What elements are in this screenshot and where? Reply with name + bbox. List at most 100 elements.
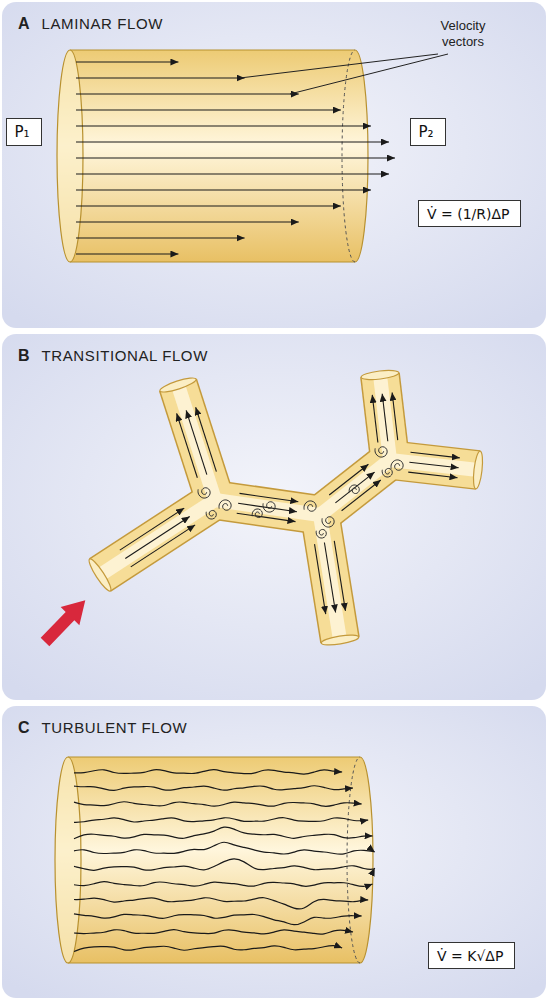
tube-highlight xyxy=(100,500,215,575)
flow-arrow xyxy=(237,513,296,521)
flow-arrow xyxy=(342,480,381,511)
illustration-part xyxy=(120,393,460,615)
flow-arrow xyxy=(324,543,335,613)
eddy-swirl xyxy=(252,509,262,518)
velocity-vector xyxy=(76,77,245,78)
velocity-vector xyxy=(76,205,341,206)
illustration-part xyxy=(100,375,478,640)
leader-line xyxy=(290,54,448,94)
illustration-part xyxy=(74,770,375,952)
tube-cylinder xyxy=(57,50,368,262)
flow-panel: V̇ = K√ΔP C TURBULENT FLOW xyxy=(2,706,546,998)
flow-arrow xyxy=(382,394,388,442)
equation-text: V̇ = K√ΔP xyxy=(437,948,503,965)
illustration-part xyxy=(100,375,478,640)
tube-opening xyxy=(361,369,400,381)
panel-ground xyxy=(2,334,546,700)
illustration-part xyxy=(240,54,448,94)
velocity-vector xyxy=(76,125,371,126)
equation-box: V̇ = K√ΔP xyxy=(428,942,515,969)
panel-letter: C xyxy=(18,719,30,736)
tube-fill xyxy=(390,460,478,470)
velocity-vector xyxy=(76,237,245,238)
velocity-vector xyxy=(76,93,299,94)
eddy-swirl xyxy=(316,529,326,538)
tube-end xyxy=(360,757,373,963)
tube-opening xyxy=(159,375,198,394)
tube-body xyxy=(55,757,373,963)
tube-outline xyxy=(320,460,390,515)
leader-line xyxy=(240,54,438,78)
turbulent-streamline xyxy=(74,914,362,925)
tube-outline xyxy=(100,500,215,575)
eddy-swirl xyxy=(382,468,392,477)
panel-heading: BTRANSITIONAL FLOW xyxy=(18,347,208,365)
pressure-label: P₂ xyxy=(419,123,434,141)
eddy-swirl xyxy=(375,447,387,457)
tube-opening xyxy=(321,633,360,647)
flow-arrow xyxy=(372,395,378,443)
tube-cylinder xyxy=(55,757,373,963)
tube-opening xyxy=(55,757,81,963)
tube-outline xyxy=(390,460,478,470)
turbulent-streamline xyxy=(74,898,368,909)
turbulent-streamline xyxy=(74,930,353,934)
velocity-vector xyxy=(76,61,178,62)
panel-ground xyxy=(2,2,546,328)
velocity-vector xyxy=(76,157,395,158)
flow-arrow xyxy=(120,508,184,550)
illustration-part xyxy=(198,447,403,538)
flow-panel: BTRANSITIONAL FLOW xyxy=(2,334,546,700)
flow-arrow xyxy=(196,407,217,471)
tube-end-hidden xyxy=(342,50,355,262)
flow-arrow xyxy=(392,393,398,441)
eddy-swirl xyxy=(198,488,210,498)
panel-heading: A LAMINAR FLOW xyxy=(18,15,163,33)
flow-arrow xyxy=(410,452,459,458)
tube-opening xyxy=(472,451,484,490)
eddy-swirl xyxy=(322,517,334,527)
panel-heading: C TURBULENT FLOW xyxy=(18,719,187,737)
tube-opening xyxy=(86,557,113,593)
callout-label: Velocity vectors xyxy=(418,18,508,50)
equation-text: V̇ = (1/R)ΔP xyxy=(427,206,510,223)
flow-arrow xyxy=(329,464,368,495)
equation-box: V̇ = (1/R)ΔP xyxy=(418,200,521,227)
flow-arrow xyxy=(186,410,207,474)
turbulent-streamline xyxy=(74,770,342,774)
velocity-vector xyxy=(76,221,299,222)
flow-arrow xyxy=(177,413,198,477)
tube-highlight xyxy=(320,460,390,515)
turbulent-streamline xyxy=(74,802,362,807)
velocity-vector xyxy=(76,189,371,190)
flow-arrow xyxy=(315,544,326,614)
tube-highlight xyxy=(390,460,478,470)
panel-letter: A xyxy=(18,15,30,32)
panel-title: LAMINAR FLOW xyxy=(42,15,163,32)
tube-end xyxy=(355,50,368,262)
tube-edge xyxy=(70,49,355,50)
illustration-part xyxy=(100,375,478,640)
turbulent-streamline xyxy=(74,818,368,823)
eddy-swirl xyxy=(304,501,316,511)
tube-fill xyxy=(320,460,390,515)
tube-edge xyxy=(68,756,360,757)
flow-arrow xyxy=(408,472,457,478)
tube-fill xyxy=(215,500,320,515)
pressure-label: P₁ xyxy=(15,123,30,141)
pressure-box: P₁ xyxy=(6,118,42,146)
eddy-swirl xyxy=(391,460,403,470)
panel-title: TURBULENT FLOW xyxy=(42,719,188,736)
inflow-arrow xyxy=(36,591,95,651)
tube-highlight xyxy=(215,500,320,515)
tube-edge xyxy=(68,962,360,963)
velocity-vector xyxy=(76,109,341,110)
turbulent-streamline xyxy=(74,859,375,871)
turbulent-streamline xyxy=(74,882,373,887)
turbulent-streamline xyxy=(74,946,342,952)
branching-tubes xyxy=(86,369,484,647)
turbulent-streamline xyxy=(74,786,353,791)
eddy-swirl xyxy=(206,510,216,519)
panel-title: TRANSITIONAL FLOW xyxy=(42,347,208,364)
